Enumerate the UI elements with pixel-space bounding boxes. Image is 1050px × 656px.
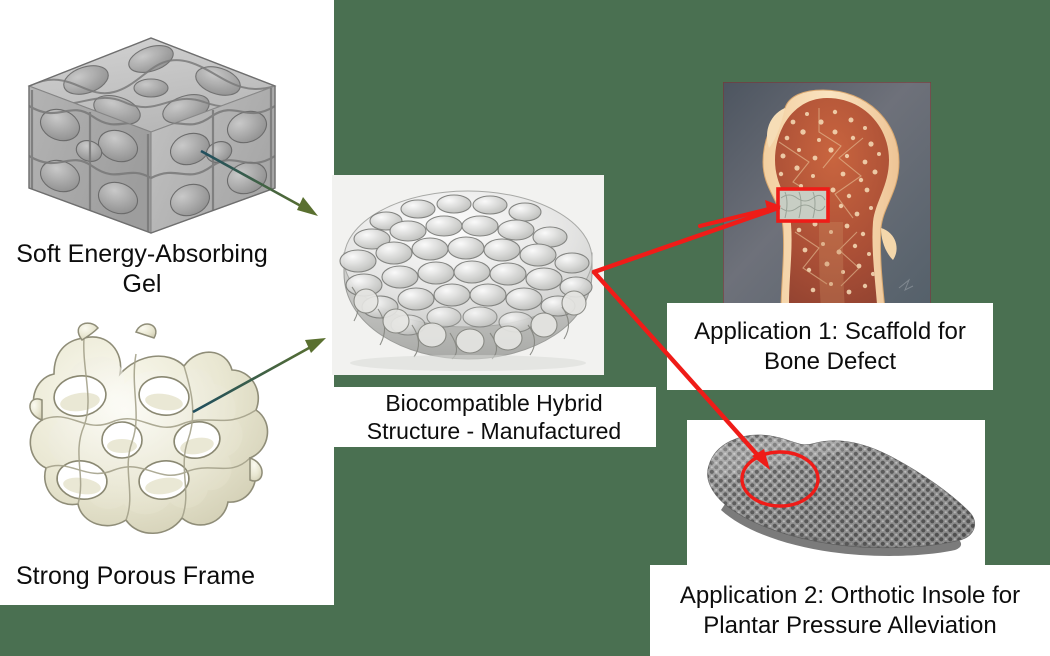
- label-gel-text: Soft Energy-Absorbing Gel: [16, 239, 268, 299]
- caption-app1-line2: Bone Defect: [763, 347, 897, 375]
- bone-scaffold-image: [722, 81, 932, 311]
- bone-scaffold-inset: [776, 187, 830, 223]
- caption-manufactured-structure: Biocompatible Hybrid Structure - Manufac…: [332, 387, 656, 447]
- caption-manufactured-text: Biocompatible Hybrid Structure - Manufac…: [361, 389, 627, 445]
- caption-application-2-text: Application 2: Orthotic Insole for Plant…: [674, 581, 1026, 640]
- label-strong-porous-frame: Strong Porous Frame: [10, 555, 310, 597]
- caption-mid-line1: Biocompatible Hybrid: [385, 389, 603, 416]
- caption-app2-line1: Application 2: Orthotic Insole for: [679, 582, 1021, 610]
- caption-app2-line2: Plantar Pressure Alleviation: [703, 611, 997, 639]
- caption-application-1-text: Application 1: Scaffold for Bone Defect: [688, 317, 972, 376]
- caption-mid-line2: Structure - Manufactured: [366, 418, 622, 444]
- caption-application-2: Application 2: Orthotic Insole for Plant…: [650, 565, 1050, 656]
- caption-application-1: Application 1: Scaffold for Bone Defect: [667, 303, 993, 390]
- label-frame-text: Strong Porous Frame: [16, 561, 255, 590]
- caption-app1-line1: Application 1: Scaffold for: [694, 318, 966, 346]
- porous-frame-image: [12, 318, 280, 546]
- gyroid-cube-image: [14, 28, 290, 240]
- insole-highlight-ellipse: [740, 450, 820, 508]
- orthotic-insole-image: [687, 420, 985, 572]
- manufactured-structure-image: [332, 175, 604, 375]
- label-soft-energy-absorbing-gel: Soft Energy-Absorbing Gel: [0, 240, 292, 298]
